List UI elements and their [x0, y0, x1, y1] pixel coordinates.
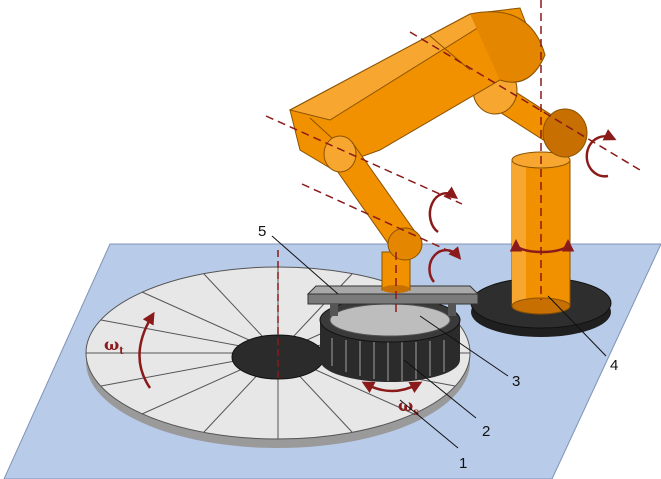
label-5: 5: [258, 223, 266, 240]
polishing-tool: [319, 297, 461, 382]
tool-grip-ribs: [331, 338, 445, 381]
label-2: 2: [482, 423, 490, 440]
shoulder-rotation-arrow: [585, 129, 617, 178]
workpiece-surface: [329, 303, 451, 337]
spindle-rotation-arrow: [361, 381, 423, 394]
forearm: [323, 135, 423, 261]
joint-rotation-arrows: [428, 129, 617, 283]
label-1: 1: [459, 455, 467, 472]
base-rotation-arrow: [509, 239, 575, 254]
leader-lines: [271, 235, 607, 449]
main-boom: [288, 7, 546, 169]
elbow-rotation-arrow: [428, 186, 459, 234]
label-3: 3: [512, 373, 520, 390]
turntable-rotation-arrow: [138, 311, 155, 389]
label-4: 4: [610, 357, 618, 374]
omega-s-label: ωs: [398, 396, 419, 418]
omega-t-label: ωt: [104, 335, 124, 357]
wrist-rotation-arrow: [428, 246, 462, 283]
